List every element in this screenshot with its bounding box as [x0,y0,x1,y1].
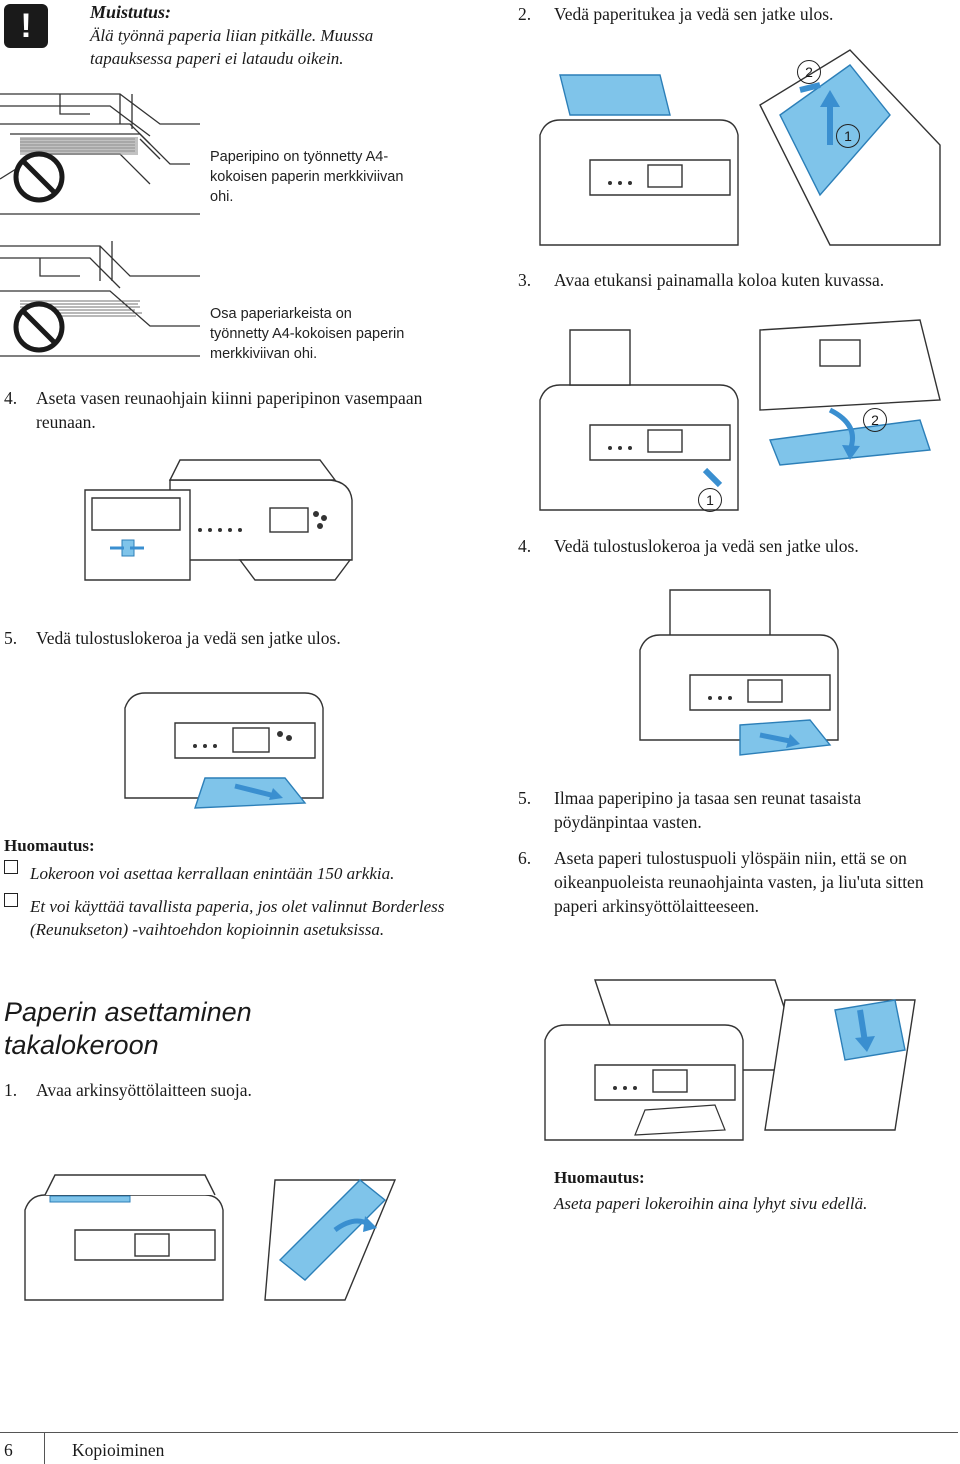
note-1-item: Et voi käyttää tavallista paperia, jos o… [4,893,454,941]
warning-title: Muistutus: [90,2,172,22]
page-number: 6 [4,1440,13,1460]
left-step-4-text: Aseta vasen reunaohjain kiinni paperipin… [36,388,423,432]
no-entry-icon [13,151,65,203]
note-1-item: Lokeroon voi asettaa kerrallaan enintään… [4,860,454,885]
checkbox-bullet-icon [4,860,18,874]
left-step-4-number: 4. [4,388,18,408]
section-heading: Paperin asettaminen takalokeroon [4,997,252,1060]
footer-section-name: Kopioiminen [72,1440,165,1460]
note-2-text: Aseta paperi lokeroihin aina lyhyt sivu … [554,1194,868,1213]
right-step-5-number: 5. [518,788,532,808]
printer-feeder-cover-illustration [24,1174,397,1301]
right-step-5-text: Ilmaa paperipino ja tasaa sen reunat tas… [554,788,862,832]
right-step-4-text: Vedä tulostuslokeroa ja vedä sen jatke u… [554,536,859,556]
callout-1: 1 [698,488,722,512]
right-step-6-text: Aseta paperi tulostuspuoli ylöspäin niin… [554,848,924,916]
no-entry-icon [13,301,65,353]
callout-1: 1 [836,124,860,148]
left-step-5-number: 5. [4,628,18,648]
printer-paper-support-illustration [539,49,941,246]
right-step-6-number: 6. [518,848,532,868]
footer-divider [44,1432,45,1464]
paper-stack-illustration-1 [0,93,200,215]
right-step-3-number: 3. [518,270,532,290]
callout-2: 2 [797,60,821,84]
paper-stack-illustration-2 [0,241,200,357]
section-step-1-text: Avaa arkinsyöttölaitteen suoja. [36,1080,252,1100]
exclamation-icon: ! [4,4,48,48]
footer-rule [0,1432,958,1433]
warning-text: Älä työnnä paperia liian pitkälle. Muuss… [90,26,374,68]
printer-edge-guide-illustration [84,459,353,581]
section-step-1-number: 1. [4,1080,18,1100]
right-step-3-text: Avaa etukansi painamalla koloa kuten kuv… [554,270,885,290]
figure-1-caption: Paperipino on työnnetty A4-kokoisen pape… [210,149,404,205]
note-2-title: Huomautus: [554,1168,645,1187]
checkbox-bullet-icon [4,893,18,907]
right-step-2-number: 2. [518,4,532,24]
figure-2-caption: Osa paperiarkeista on työnnetty A4-kokoi… [210,306,405,362]
printer-output-tray-illustration-2 [639,589,839,756]
printer-output-tray-illustration [124,692,324,809]
printer-front-cover-illustration [539,319,941,511]
right-step-2-text: Vedä paperitukea ja vedä sen jatke ulos. [554,4,834,24]
note-1-title: Huomautus: [4,836,95,855]
printer-load-paper-illustration [544,979,916,1141]
left-step-5-text: Vedä tulostuslokeroa ja vedä sen jatke u… [36,628,341,648]
callout-2: 2 [863,408,887,432]
right-step-4-number: 4. [518,536,532,556]
